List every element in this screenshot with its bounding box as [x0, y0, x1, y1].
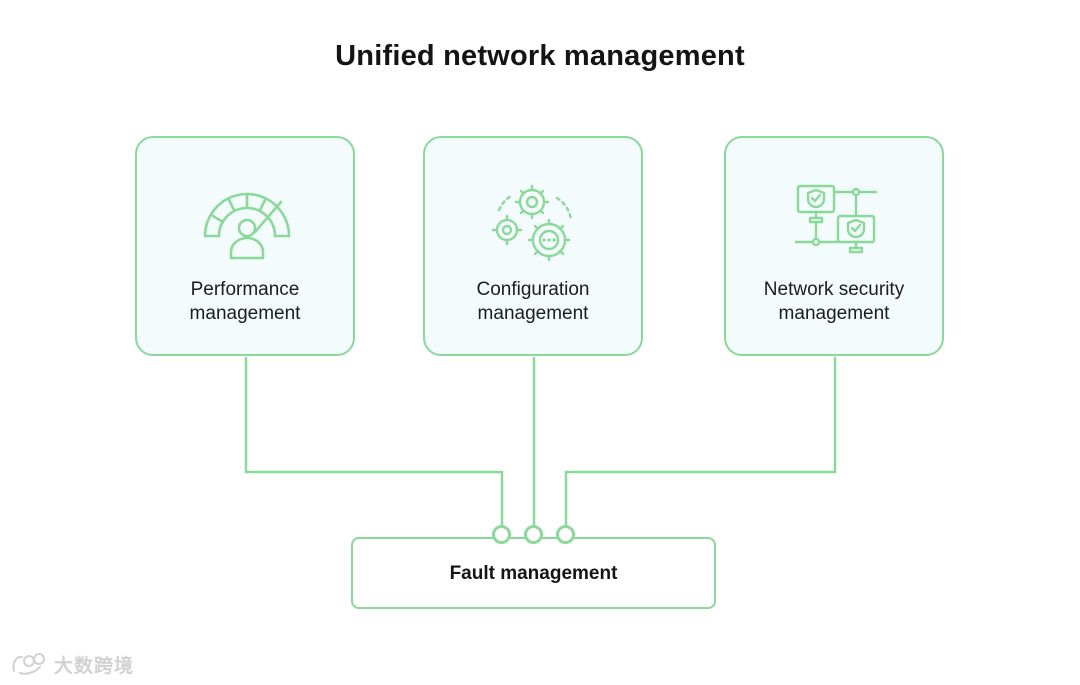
connector-security [564, 357, 837, 528]
card-label-performance: Performance management [189, 279, 301, 324]
card-label-configuration: Configuration management [476, 279, 590, 324]
watermark-logo-icon [12, 653, 45, 675]
card-performance-management: Performance management [135, 136, 355, 356]
gears-icon [491, 184, 573, 262]
connector-node-performance [492, 525, 511, 544]
watermark: 大数跨境 [10, 650, 134, 678]
fault-management-label: Fault management [449, 563, 618, 584]
card-network-security-management: Network security management [724, 136, 944, 356]
card-configuration-management: Configuration management [423, 136, 643, 356]
connector-node-security [556, 525, 575, 544]
card-label-network-security: Network security management [763, 279, 905, 324]
watermark-text: 大数跨境 [54, 654, 135, 677]
connector-performance [244, 357, 504, 528]
secure-network-monitors-icon [794, 184, 878, 254]
speedometer-user-icon [203, 192, 291, 260]
connector-node-configuration [524, 525, 543, 544]
diagram-title: Unified network management [335, 40, 745, 72]
fault-management-box: Fault management [351, 537, 716, 609]
